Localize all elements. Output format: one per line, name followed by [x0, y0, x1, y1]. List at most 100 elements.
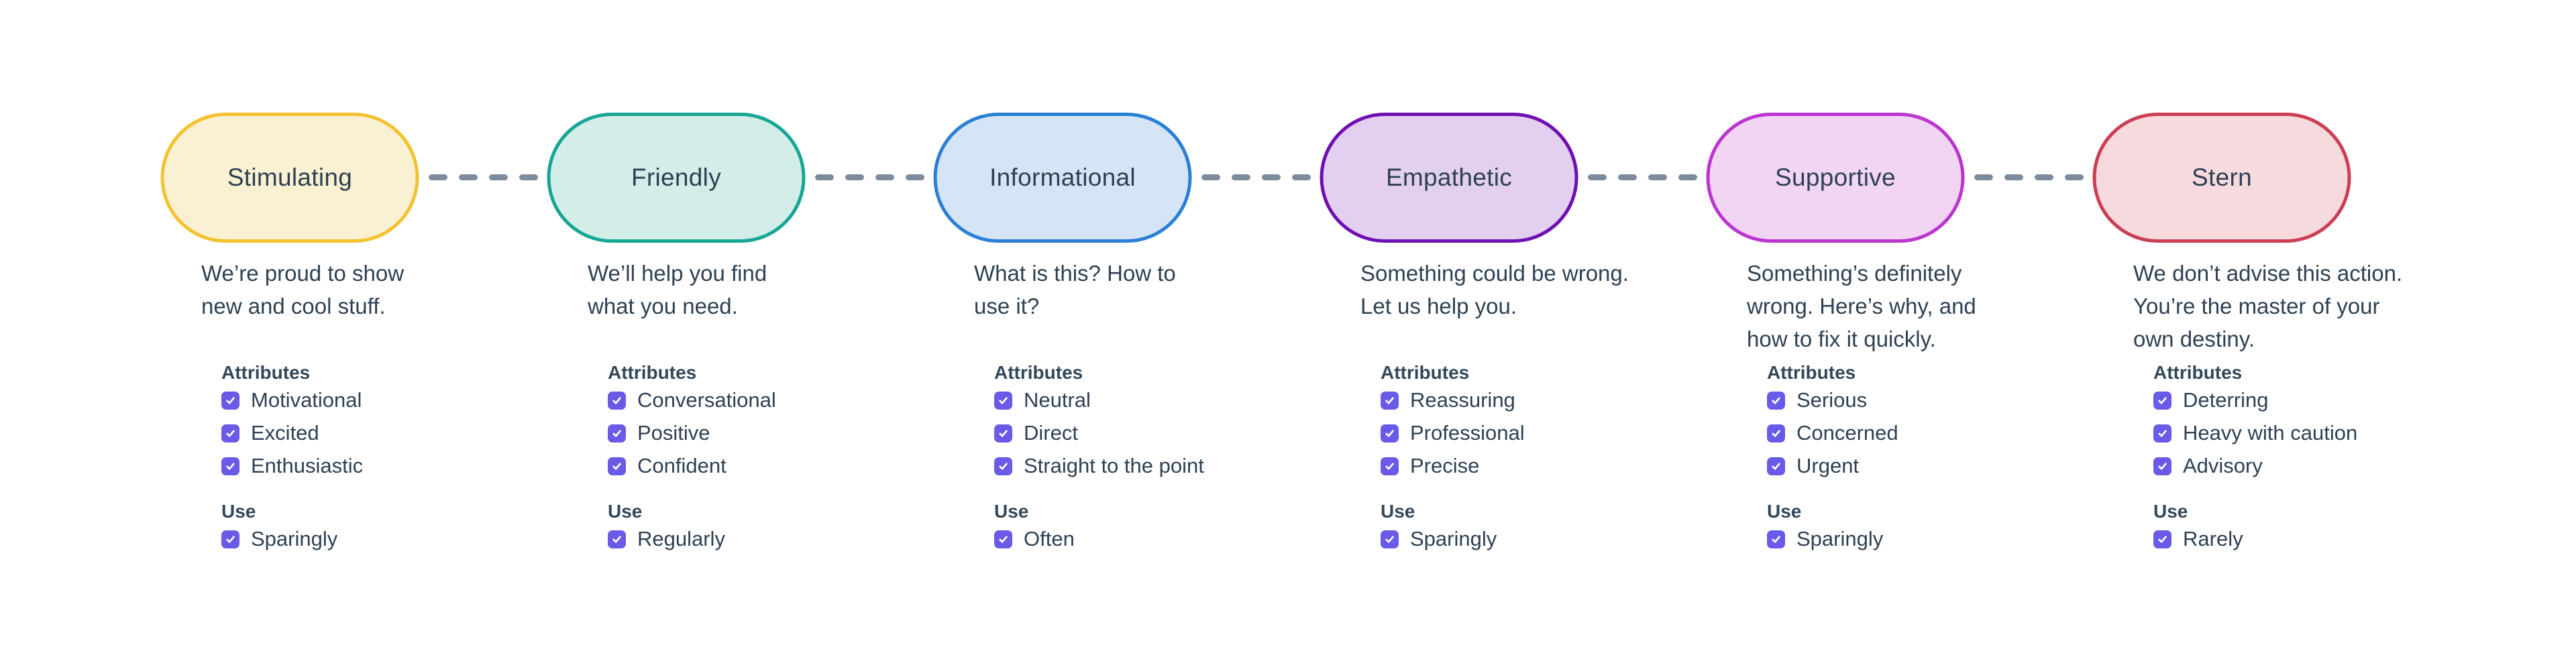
checkbox-row[interactable]: Enthusiastic: [221, 454, 363, 477]
checkbox-row[interactable]: Positive: [608, 421, 776, 445]
checkbox-label: Rarely: [2183, 527, 2243, 550]
checkbox-checked-icon[interactable]: [1381, 457, 1399, 475]
checkbox-checked-icon[interactable]: [1767, 457, 1785, 475]
checkbox-checked-icon[interactable]: [608, 457, 626, 475]
checkbox-checked-icon[interactable]: [221, 530, 239, 548]
checkbox-row[interactable]: Conversational: [608, 388, 776, 412]
checkbox-label: Sparingly: [1410, 527, 1497, 550]
checkbox-row[interactable]: Reassuring: [1381, 388, 1525, 412]
attributes-heading: Attributes: [1767, 362, 1856, 383]
connector-dash: [1201, 174, 1220, 180]
checkbox-label: Heavy with caution: [2183, 421, 2358, 445]
checkbox-row[interactable]: Direct: [994, 421, 1204, 445]
checkbox-label: Deterring: [2183, 388, 2269, 412]
connector-dash: [1231, 174, 1250, 180]
checkbox-checked-icon[interactable]: [221, 424, 239, 442]
checkbox-checked-icon[interactable]: [1381, 424, 1399, 442]
checkbox-checked-icon[interactable]: [608, 391, 626, 410]
checkbox-checked-icon[interactable]: [1767, 530, 1785, 548]
tone-pill: Stimulating: [160, 113, 419, 243]
attributes-section: Attributes Reassuring Professional Preci…: [1381, 361, 1525, 489]
checkbox-row[interactable]: Professional: [1381, 421, 1525, 445]
use-section: Use Rarely: [2153, 499, 2243, 563]
connector-dashed-line: [428, 174, 538, 180]
checkbox-row[interactable]: Often: [994, 527, 1075, 550]
connector-dashed-line: [1201, 174, 1311, 180]
checkbox-label: Regularly: [637, 527, 725, 550]
checkbox-row[interactable]: Concerned: [1767, 421, 1898, 445]
tone-description-line: use it?: [974, 294, 1040, 318]
checkbox-row[interactable]: Regularly: [608, 527, 725, 550]
checkbox-label: Often: [1024, 527, 1075, 550]
attributes-section: Attributes Neutral Direct Straight to th…: [994, 361, 1204, 489]
checkbox-label: Straight to the point: [1024, 454, 1204, 477]
checkbox-label: Precise: [1410, 454, 1480, 477]
checkbox-checked-icon[interactable]: [994, 391, 1012, 410]
tone-description: Something could be wrong.Let us help you…: [1360, 257, 1635, 322]
connector-dash: [845, 174, 864, 180]
checkbox-row[interactable]: Serious: [1767, 388, 1898, 412]
checkbox-row[interactable]: Confident: [608, 454, 776, 477]
connector-dash: [1974, 174, 1993, 180]
connector-dash: [875, 174, 894, 180]
checkbox-checked-icon[interactable]: [2153, 424, 2171, 442]
connector-dash: [458, 174, 478, 180]
checkbox-checked-icon[interactable]: [608, 530, 626, 548]
attributes-heading: Attributes: [608, 362, 697, 383]
checkbox-row[interactable]: Motivational: [221, 388, 363, 412]
checkbox-checked-icon[interactable]: [994, 424, 1012, 442]
attributes-heading: Attributes: [1381, 362, 1470, 383]
checkbox-label: Sparingly: [251, 527, 338, 550]
connector-dash: [519, 174, 538, 180]
checkbox-label: Serious: [1796, 388, 1868, 412]
checkbox-checked-icon[interactable]: [1381, 530, 1399, 548]
use-section: Use Regularly: [608, 499, 725, 563]
checkbox-label: Professional: [1410, 421, 1525, 445]
checkbox-row[interactable]: Neutral: [994, 388, 1204, 412]
checkbox-checked-icon[interactable]: [221, 391, 239, 410]
checkbox-checked-icon[interactable]: [608, 424, 626, 442]
tone-description-line: We don’t advise this action.: [2133, 261, 2403, 286]
checkbox-checked-icon[interactable]: [2153, 457, 2171, 475]
checkbox-row[interactable]: Urgent: [1767, 454, 1898, 477]
tone-description-line: wrong. Here’s why, and: [1747, 294, 1976, 318]
checkbox-checked-icon[interactable]: [994, 530, 1012, 548]
connector-dashed-line: [1587, 174, 1697, 180]
checkbox-row[interactable]: Precise: [1381, 454, 1525, 477]
checkbox-row[interactable]: Heavy with caution: [2153, 421, 2358, 445]
tone-pill: Empathetic: [1320, 113, 1578, 243]
connector-dash: [428, 174, 447, 180]
checkbox-label: Conversational: [637, 388, 776, 412]
attributes-heading: Attributes: [2153, 362, 2243, 383]
checkbox-label: Concerned: [1796, 421, 1898, 445]
use-section: Use Sparingly: [1381, 499, 1497, 563]
checkbox-checked-icon[interactable]: [2153, 391, 2171, 410]
checkbox-row[interactable]: Straight to the point: [994, 454, 1204, 477]
checkbox-checked-icon[interactable]: [221, 457, 239, 475]
checkbox-row[interactable]: Excited: [221, 421, 363, 445]
checkbox-checked-icon[interactable]: [1767, 424, 1785, 442]
use-section: Use Sparingly: [1767, 499, 1883, 563]
checkbox-row[interactable]: Sparingly: [221, 527, 338, 550]
tone-node-column-empathetic: Empathetic Something could be wrong.Let …: [1256, 0, 1642, 649]
checkbox-checked-icon[interactable]: [994, 457, 1012, 475]
tone-description: We don’t advise this action. You’re the m…: [2133, 257, 2408, 355]
checkbox-checked-icon[interactable]: [1381, 391, 1399, 410]
tone-description-line: We’re proud to show: [201, 261, 405, 286]
tone-pill-label: Informational: [989, 164, 1136, 191]
checkbox-row[interactable]: Deterring: [2153, 388, 2357, 412]
tone-description-line: You’re the master of your: [2133, 294, 2380, 318]
checkbox-row[interactable]: Sparingly: [1381, 527, 1497, 550]
checkbox-checked-icon[interactable]: [2153, 530, 2171, 548]
tone-pill-label: Friendly: [631, 164, 721, 191]
checkbox-row[interactable]: Rarely: [2153, 527, 2243, 550]
checkbox-row[interactable]: Advisory: [2153, 454, 2357, 477]
connector-dash: [2004, 174, 2023, 180]
checkbox-checked-icon[interactable]: [1767, 391, 1785, 410]
connector-dash: [488, 174, 508, 180]
checkbox-row[interactable]: Sparingly: [1767, 527, 1883, 550]
